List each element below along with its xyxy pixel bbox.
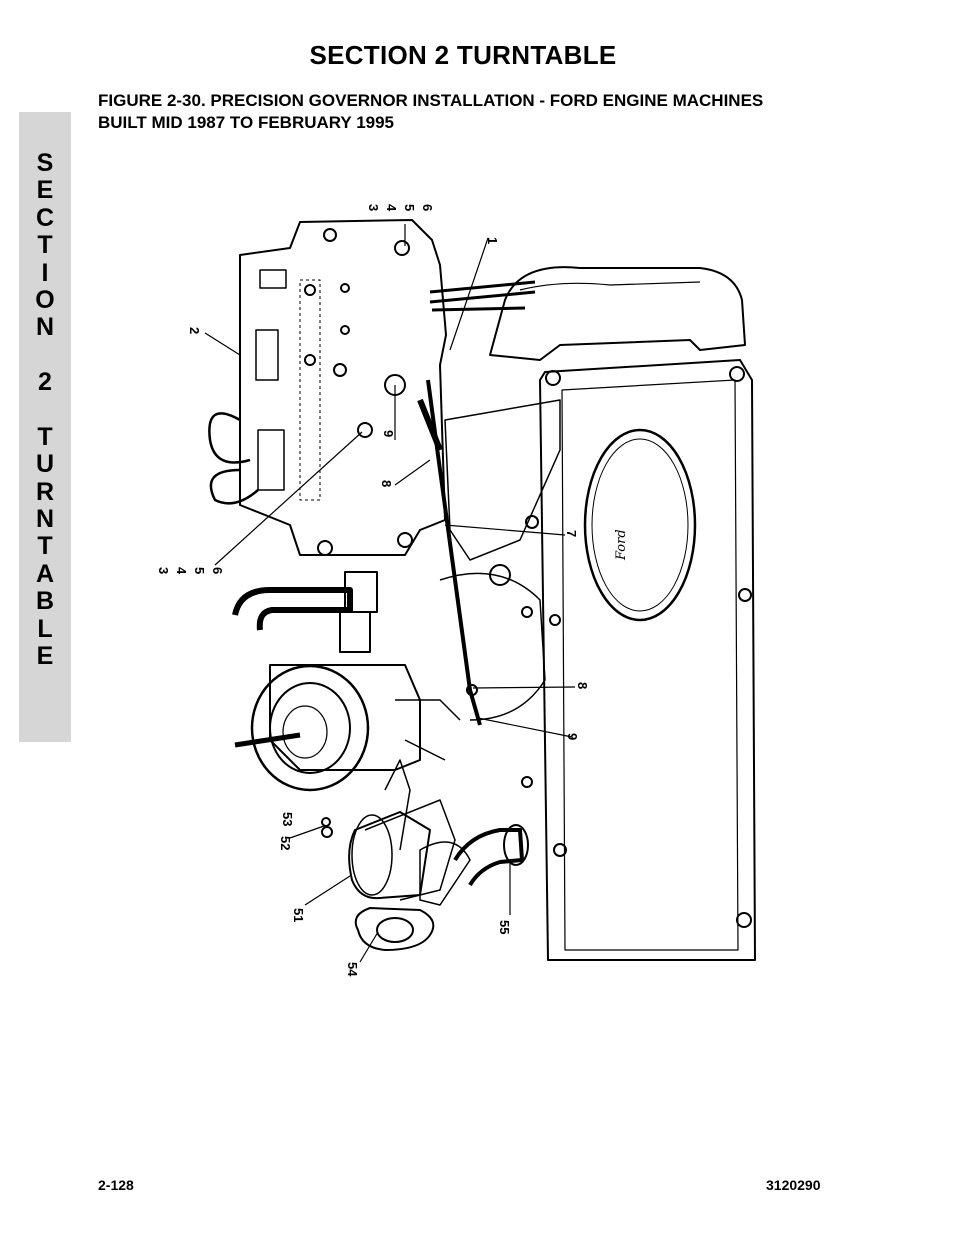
section-title: SECTION 2 TURNTABLE [309, 40, 617, 70]
belt [429, 280, 536, 312]
callout-9-lower: 9 [565, 733, 580, 740]
figure-caption-line-2: BUILT MID 1987 TO FEBRUARY 1995 [98, 113, 395, 132]
side-tab-letter: N [35, 505, 55, 534]
governor-actuator [348, 811, 431, 900]
callout-3-top: 3 [366, 204, 381, 211]
callout-9-upper: 9 [381, 430, 396, 437]
callout-5-left: 5 [192, 567, 207, 574]
side-tab-letter: C [35, 203, 55, 232]
side-tab-letter: T [37, 532, 53, 561]
valve-cover [539, 359, 756, 961]
ford-script-logo: Ford [614, 529, 629, 561]
callout-55: 55 [497, 920, 512, 934]
air-inlet-housing [489, 266, 746, 361]
callout-5-top: 5 [402, 204, 417, 211]
mounting-flange [354, 907, 435, 951]
linkage-rod [426, 379, 482, 726]
side-tab-letter: T [37, 231, 53, 260]
side-tab-letter: E [36, 642, 54, 671]
document-number: 3120290 [766, 1177, 821, 1193]
side-tab-letter: 2 [38, 368, 52, 397]
callout-52: 52 [278, 836, 293, 850]
callout-4-left: 4 [174, 567, 189, 575]
callout-6-top: 6 [420, 204, 435, 211]
air-cleaner-hose [232, 587, 353, 631]
governor-control-box [239, 219, 447, 556]
exhaust-elbow [419, 841, 471, 906]
callout-53: 53 [280, 812, 295, 826]
callout-51: 51 [291, 908, 306, 922]
side-tab-letter: N [35, 313, 55, 342]
callout-54: 54 [345, 962, 360, 977]
leader-lines [204, 224, 576, 963]
callout-6-left: 6 [210, 567, 225, 574]
callout-8-upper: 8 [379, 480, 394, 487]
side-tab-letter: O [35, 285, 55, 314]
callout-3-left: 3 [156, 567, 171, 574]
side-section-tab: S E C T I O N 2 T U R N T A B L E [19, 112, 71, 742]
side-tab-letter: T [37, 422, 53, 451]
wire-harness [208, 412, 259, 505]
ford-logo-oval [583, 428, 697, 622]
intake-manifold [444, 399, 561, 561]
side-tab-letter: U [35, 450, 55, 479]
callout-2: 2 [187, 327, 202, 334]
figure-caption-line-1: FIGURE 2-30. PRECISION GOVERNOR INSTALLA… [98, 91, 764, 110]
callout-1: 1 [485, 237, 500, 244]
callout-4-top: 4 [384, 204, 399, 212]
callout-7: 7 [564, 530, 579, 537]
carburetor-throat [250, 664, 370, 792]
side-tab-letter: S [36, 149, 54, 177]
callout-8-lower: 8 [575, 682, 590, 689]
side-tab-letter: R [35, 477, 55, 506]
side-tab-letter: L [37, 614, 53, 643]
carburetor [269, 664, 421, 771]
callout-labels: 1 2 3 4 5 6 3 4 5 6 7 9 8 8 9 53 52 51 5… [156, 204, 590, 977]
page-number: 2-128 [98, 1177, 134, 1193]
side-tab-letter: A [35, 559, 55, 588]
side-tab-letter: E [36, 176, 54, 205]
side-tab-letter: B [35, 587, 55, 616]
governor-installation-drawing: Ford 1 2 3 4 5 6 3 4 5 6 7 9 8 8 9 53 52… [156, 204, 756, 977]
side-tab-letter: I [41, 258, 49, 287]
figure-caption: FIGURE 2-30. PRECISION GOVERNOR INSTALLA… [98, 90, 858, 134]
